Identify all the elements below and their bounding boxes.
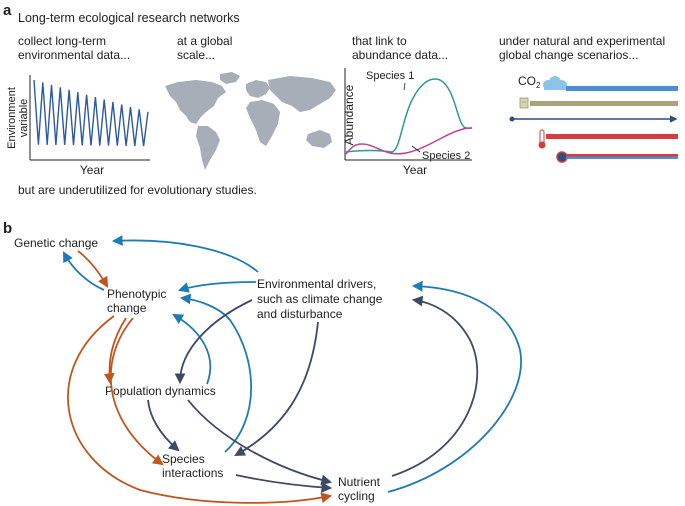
arrow-phenotypic-to-population	[103, 317, 127, 385]
node-population-dynamics: Population dynamics	[105, 384, 216, 398]
species1-curve	[345, 78, 473, 153]
env-xlabel: Year	[80, 163, 104, 177]
cloud-icon	[543, 76, 567, 90]
col4-line2: global change scenarios...	[499, 48, 638, 62]
col3-line1: that link to	[352, 34, 407, 48]
arrow-nutrient-to-env-navy	[391, 295, 479, 477]
orange-arrows	[67, 250, 333, 504]
species2-label: Species 2	[422, 150, 470, 162]
species1-label: Species 1	[366, 70, 414, 82]
node-nutrient-line1: Nutrient	[338, 475, 381, 489]
map-asia	[268, 76, 336, 112]
map-australia	[306, 130, 332, 148]
node-environmental-line3: and disturbance	[257, 307, 343, 321]
thermometer-icon	[538, 129, 546, 149]
species2-curve	[345, 127, 473, 155]
abund-ylabel: Abundance	[342, 84, 356, 145]
arrow-population-to-nutrient	[187, 399, 333, 486]
env-ylabel-line1: Environment	[6, 87, 18, 149]
arrow-phenotypic-to-nutrient	[67, 315, 333, 504]
navy-arrows	[147, 295, 479, 493]
rain-gauge-icon	[519, 97, 529, 109]
node-phenotypic-line1: Phenotypic	[107, 287, 166, 301]
map-africa	[246, 100, 280, 146]
arrow-env-to-species	[234, 321, 319, 457]
combined-treatment-icon	[556, 151, 568, 163]
abund-xlabel: Year	[403, 163, 427, 177]
precipitation-bar	[530, 101, 678, 106]
node-species-line1: Species	[162, 452, 205, 466]
panel-a-footer: but are underutilized for evolutionary s…	[18, 183, 257, 197]
combined-bar-red	[566, 154, 678, 157]
arrow-env-to-genetic	[111, 235, 259, 273]
map-north-america	[165, 80, 226, 124]
species2-leader	[411, 145, 421, 153]
temperature-bar	[546, 134, 678, 139]
node-environmental-line2: such as climate change	[257, 292, 383, 306]
node-environmental-line1: Environmental drivers,	[257, 277, 376, 291]
col2-line2: scale...	[177, 48, 215, 62]
arrow-species-to-nutrient	[235, 474, 333, 493]
node-species-line2: interactions	[162, 466, 223, 480]
environment-plot: Environment variable Year	[6, 75, 150, 177]
combined-bar-blue	[566, 156, 678, 159]
col1-line1: collect long-term	[18, 34, 106, 48]
map-greenland	[220, 72, 240, 84]
co2-bar	[566, 86, 678, 91]
col4-line1: under natural and experimental	[499, 34, 665, 48]
arrow-population-to-species	[147, 399, 180, 452]
node-genetic-change: Genetic change	[14, 236, 98, 250]
env-variable-line	[33, 79, 149, 147]
arrow-population-to-phenotypic	[172, 313, 212, 385]
map-europe	[246, 80, 270, 98]
env-ylabel-line2: variable	[18, 99, 30, 138]
node-nutrient-line2: cycling	[338, 489, 375, 503]
scenarios-panel: CO2	[509, 74, 678, 163]
node-phenotypic-line2: change	[107, 301, 147, 315]
arrow-env-to-population	[174, 299, 253, 385]
world-map	[165, 72, 336, 170]
col2-line1: at a global	[177, 34, 232, 48]
abundance-plot: Species 1 Species 2 Abundance Year	[342, 68, 473, 177]
map-south-america	[196, 126, 220, 170]
arrow-phenotypic-to-species	[109, 317, 164, 466]
panel-b-label: b	[3, 220, 12, 237]
arrow-species-to-phenotypic	[179, 293, 252, 453]
co2-label: CO2	[518, 74, 541, 90]
col3-line2: abundance data...	[352, 48, 448, 62]
panel-a-label: a	[3, 2, 12, 19]
panel-a-heading: Long-term ecological research networks	[18, 11, 240, 25]
time-arrow-start	[509, 116, 515, 122]
arrow-genetic-to-phenotypic	[77, 250, 109, 288]
arrow-env-to-phenotypic	[177, 281, 257, 293]
col1-line2: environmental data...	[18, 48, 130, 62]
arrow-nutrient-to-env	[387, 280, 522, 493]
species1-leader	[403, 82, 406, 91]
